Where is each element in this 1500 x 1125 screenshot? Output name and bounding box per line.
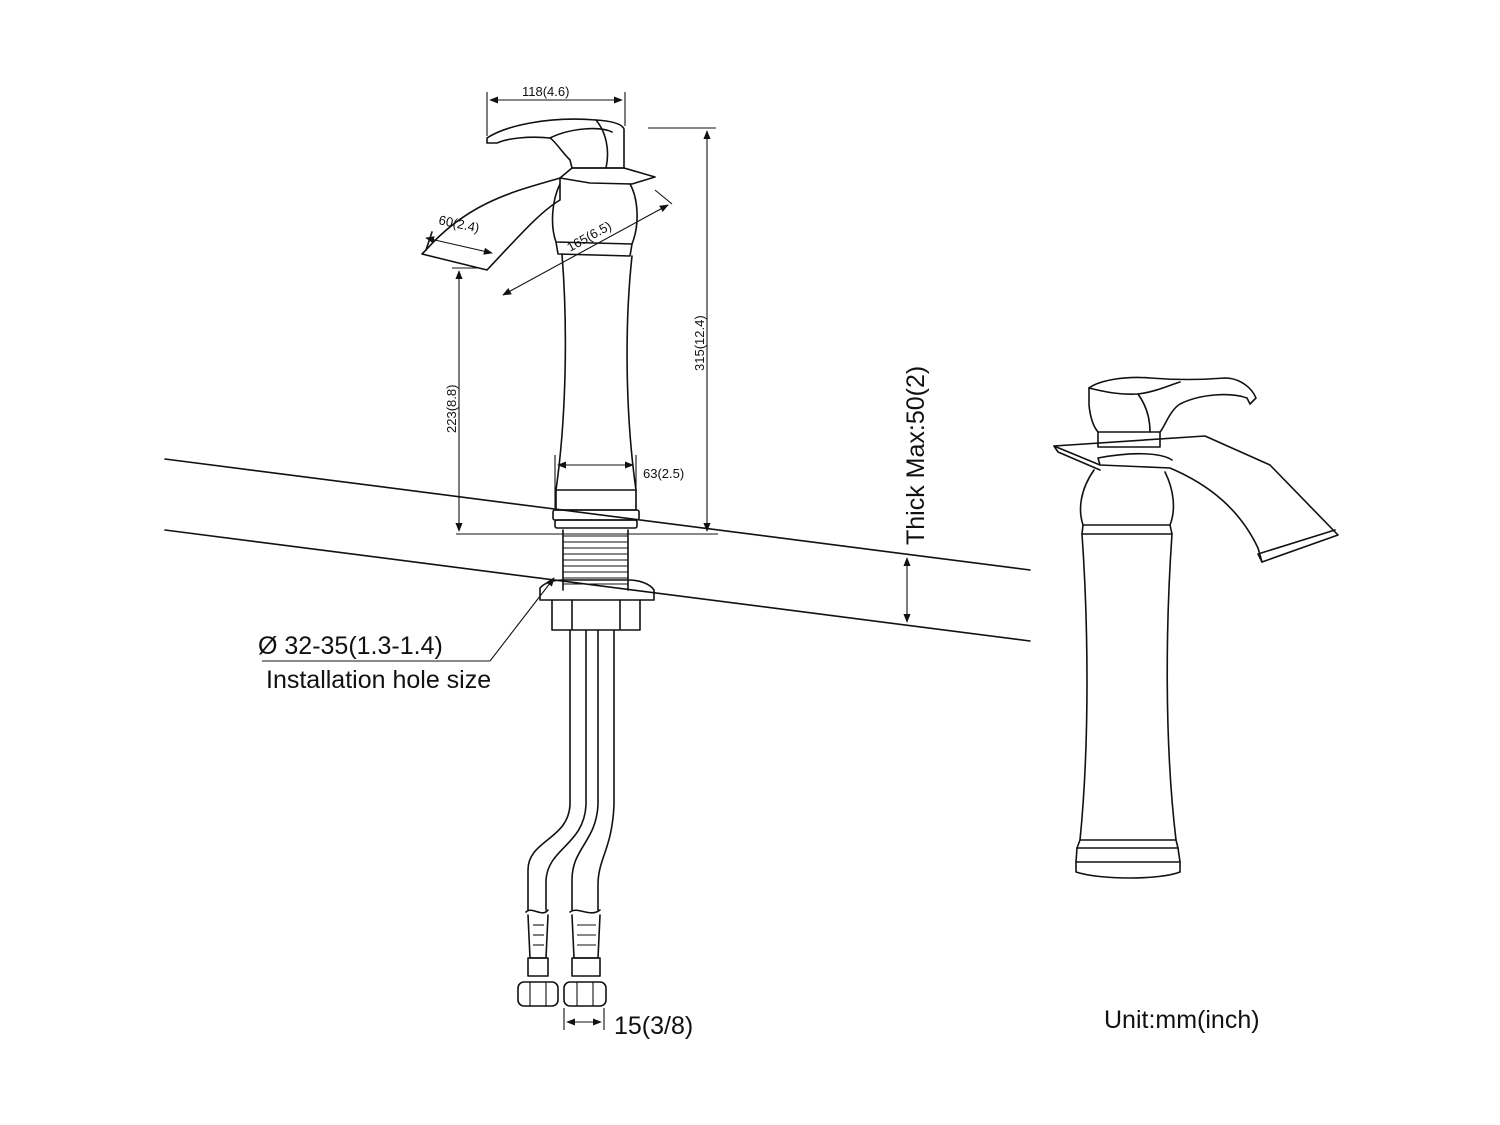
perspective-collar xyxy=(1079,469,1175,526)
countertop-top-edge xyxy=(164,458,1031,571)
supply-hoses xyxy=(517,629,615,1007)
dim-supply-line: 15(3/8) xyxy=(563,1008,693,1040)
dim-hole-size: Ø 32-35(1.3-1.4) Installation hole size xyxy=(258,577,555,694)
countertop xyxy=(164,458,1031,642)
dim-spout-reach: 165(6.5) xyxy=(502,189,673,296)
faucet-perspective-view xyxy=(1053,376,1339,879)
mounting-shank xyxy=(539,529,655,631)
perspective-spout xyxy=(1053,435,1339,563)
unit-label: Unit:mm(inch) xyxy=(1104,1006,1260,1034)
hose-nut-right xyxy=(563,981,607,1007)
dim-base-diameter-label: 63(2.5) xyxy=(643,466,684,481)
handle-lever xyxy=(486,118,625,169)
dim-spout-width: 60(2.4) xyxy=(425,212,493,255)
faucet-base xyxy=(555,489,637,511)
mounting-nut xyxy=(551,599,641,631)
dim-hole-size-caption: Installation hole size xyxy=(266,666,491,694)
dim-spout-height-label: 223(8.8) xyxy=(444,385,459,433)
dim-supply-line-label: 15(3/8) xyxy=(614,1012,693,1040)
perspective-body xyxy=(1079,533,1177,841)
dim-handle-width: 118(4.6) xyxy=(486,84,626,136)
dim-hole-size-label: Ø 32-35(1.3-1.4) xyxy=(258,632,443,660)
dim-deck-thickness-label: Thick Max:50(2) xyxy=(902,366,930,545)
faucet-side-view xyxy=(421,118,656,529)
dim-deck-thickness: Thick Max:50(2) xyxy=(902,366,930,623)
dim-base-diameter: 63(2.5) xyxy=(554,455,684,508)
faucet-body xyxy=(555,253,637,491)
dim-spout-reach-label: 165(6.5) xyxy=(564,218,614,255)
dim-spout-height: 223(8.8) xyxy=(444,267,718,535)
spout-plate xyxy=(559,167,656,185)
dim-handle-width-label: 118(4.6) xyxy=(522,84,569,99)
dim-total-height-label: 315(12.4) xyxy=(692,315,707,371)
countertop-bottom-edge xyxy=(164,529,1031,642)
perspective-handle xyxy=(1088,376,1257,433)
hose-nut-left xyxy=(517,981,559,1007)
dim-total-height: 315(12.4) xyxy=(648,127,716,532)
